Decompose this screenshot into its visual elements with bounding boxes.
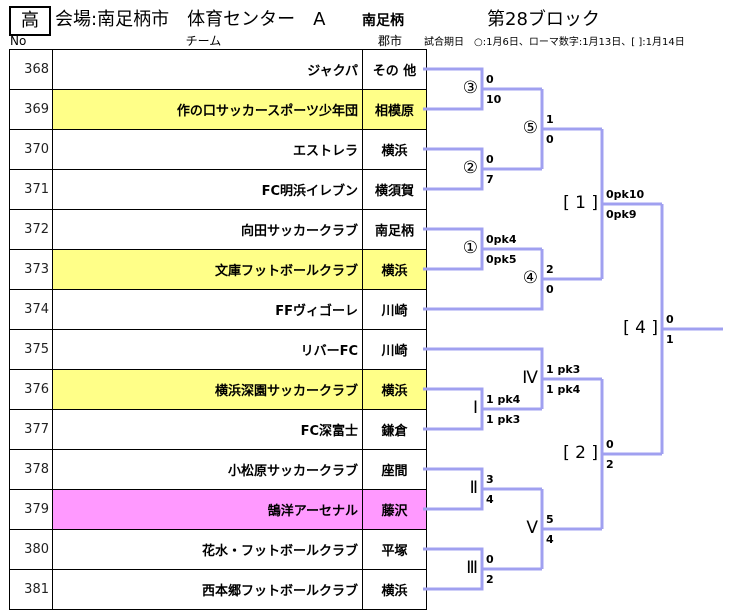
match-label: ① <box>462 238 478 258</box>
team-name: ジャクパ <box>52 49 363 90</box>
team-city: 横浜 <box>362 129 427 170</box>
score-bottom: 1 pk4 <box>546 383 581 396</box>
team-name: 鵠洋アーセナル <box>52 489 363 530</box>
team-number: 381 <box>9 569 53 610</box>
score-bottom: 10 <box>486 93 502 106</box>
score-bottom: 0pk5 <box>486 253 517 266</box>
bracket-line-r1 <box>423 387 542 431</box>
score-top: 2 <box>546 263 554 276</box>
score-top: 0pk10 <box>606 188 645 201</box>
team-city: 相模原 <box>362 89 427 130</box>
team-city: 座間 <box>362 449 427 490</box>
team-number: 373 <box>9 249 53 290</box>
bracket-line-r5 <box>540 489 602 569</box>
match-label: ② <box>462 158 478 178</box>
bracket-line-r2 <box>423 467 542 511</box>
team-city: 藤沢 <box>362 489 427 530</box>
team-number: 369 <box>9 89 53 130</box>
team-number: 380 <box>9 529 53 570</box>
match-label: Ⅱ <box>469 478 478 498</box>
match-label: [ 2 ] <box>563 443 598 463</box>
score-top: 0 <box>486 73 494 86</box>
score-top: 0 <box>486 153 494 166</box>
team-city: 横浜 <box>362 249 427 290</box>
match-label: ④ <box>522 268 538 288</box>
venue-title: 会場:南足柄市 体育センター A <box>55 9 326 30</box>
score-top: 5 <box>546 513 554 526</box>
team-city: 横浜 <box>362 369 427 410</box>
bracket-line-m4 <box>423 249 544 311</box>
team-name: 花水・フットボールクラブ <box>52 529 363 570</box>
column-header-city: 郡市 <box>377 34 402 48</box>
score-bottom: 0 <box>546 283 554 296</box>
bracket-line-m2 <box>423 147 542 191</box>
score-top: 1 pk4 <box>486 393 521 406</box>
match-label: [ 4 ] <box>623 318 658 338</box>
match-label: Ⅲ <box>466 558 478 578</box>
team-city: 横浜 <box>362 569 427 610</box>
score-top: 0pk4 <box>486 233 517 246</box>
score-bottom: 4 <box>546 533 554 546</box>
score-top: 1 <box>546 113 554 126</box>
match-label: Ⅳ <box>522 368 538 388</box>
score-top: 0 <box>486 553 494 566</box>
schedule-note: 試合期日 ○:1月6日、ローマ数字:1月13日、[ ]:1月14日 <box>424 37 685 48</box>
bracket-line-b4 <box>660 204 723 454</box>
score-bottom: 4 <box>486 493 494 506</box>
block-title: 第28ブロック <box>487 9 600 30</box>
team-number: 375 <box>9 329 53 370</box>
bracket-line-r4 <box>423 347 544 409</box>
match-label: [ 1 ] <box>563 193 598 213</box>
score-bottom: 2 <box>606 458 614 471</box>
venue-city: 南足柄 <box>362 13 404 29</box>
match-label: Ⅰ <box>472 398 478 418</box>
bracket-line-r3 <box>423 547 542 591</box>
score-bottom: 0pk9 <box>606 208 637 221</box>
match-label: ③ <box>462 78 478 98</box>
score-bottom: 7 <box>486 173 494 186</box>
bracket-line-m3 <box>423 67 542 111</box>
bracket-line-m1 <box>423 227 542 271</box>
team-number: 371 <box>9 169 53 210</box>
score-bottom: 1 <box>666 333 674 346</box>
team-city: 鎌倉 <box>362 409 427 450</box>
score-top: 3 <box>486 473 494 486</box>
team-city: 川崎 <box>362 289 427 330</box>
bracket-line-b1 <box>600 129 662 279</box>
score-bottom: 1 pk3 <box>486 413 521 426</box>
team-name: FC深富士 <box>52 409 363 450</box>
score-top: 0 <box>606 438 614 451</box>
team-name: 作の口サッカースポーツ少年団 <box>52 89 363 130</box>
bracket-line-b2 <box>600 379 662 529</box>
team-name: 向田サッカークラブ <box>52 209 363 250</box>
score-bottom: 2 <box>486 573 494 586</box>
team-number: 378 <box>9 449 53 490</box>
column-header-no: No <box>10 34 27 48</box>
column-header-team: チーム <box>185 34 222 48</box>
team-number: 377 <box>9 409 53 450</box>
team-name: 横浜深園サッカークラブ <box>52 369 363 410</box>
team-name: 西本郷フットボールクラブ <box>52 569 363 610</box>
match-label: Ⅴ <box>526 518 538 538</box>
team-name: FFヴィゴーレ <box>52 289 363 330</box>
score-top: 0 <box>666 313 674 326</box>
score-bottom: 0 <box>546 133 554 146</box>
team-city: 横須賀 <box>362 169 427 210</box>
grade-badge: 高 <box>9 6 51 36</box>
score-top: 1 pk3 <box>546 363 581 376</box>
team-name: エストレラ <box>52 129 363 170</box>
match-label: ⑤ <box>522 118 538 138</box>
